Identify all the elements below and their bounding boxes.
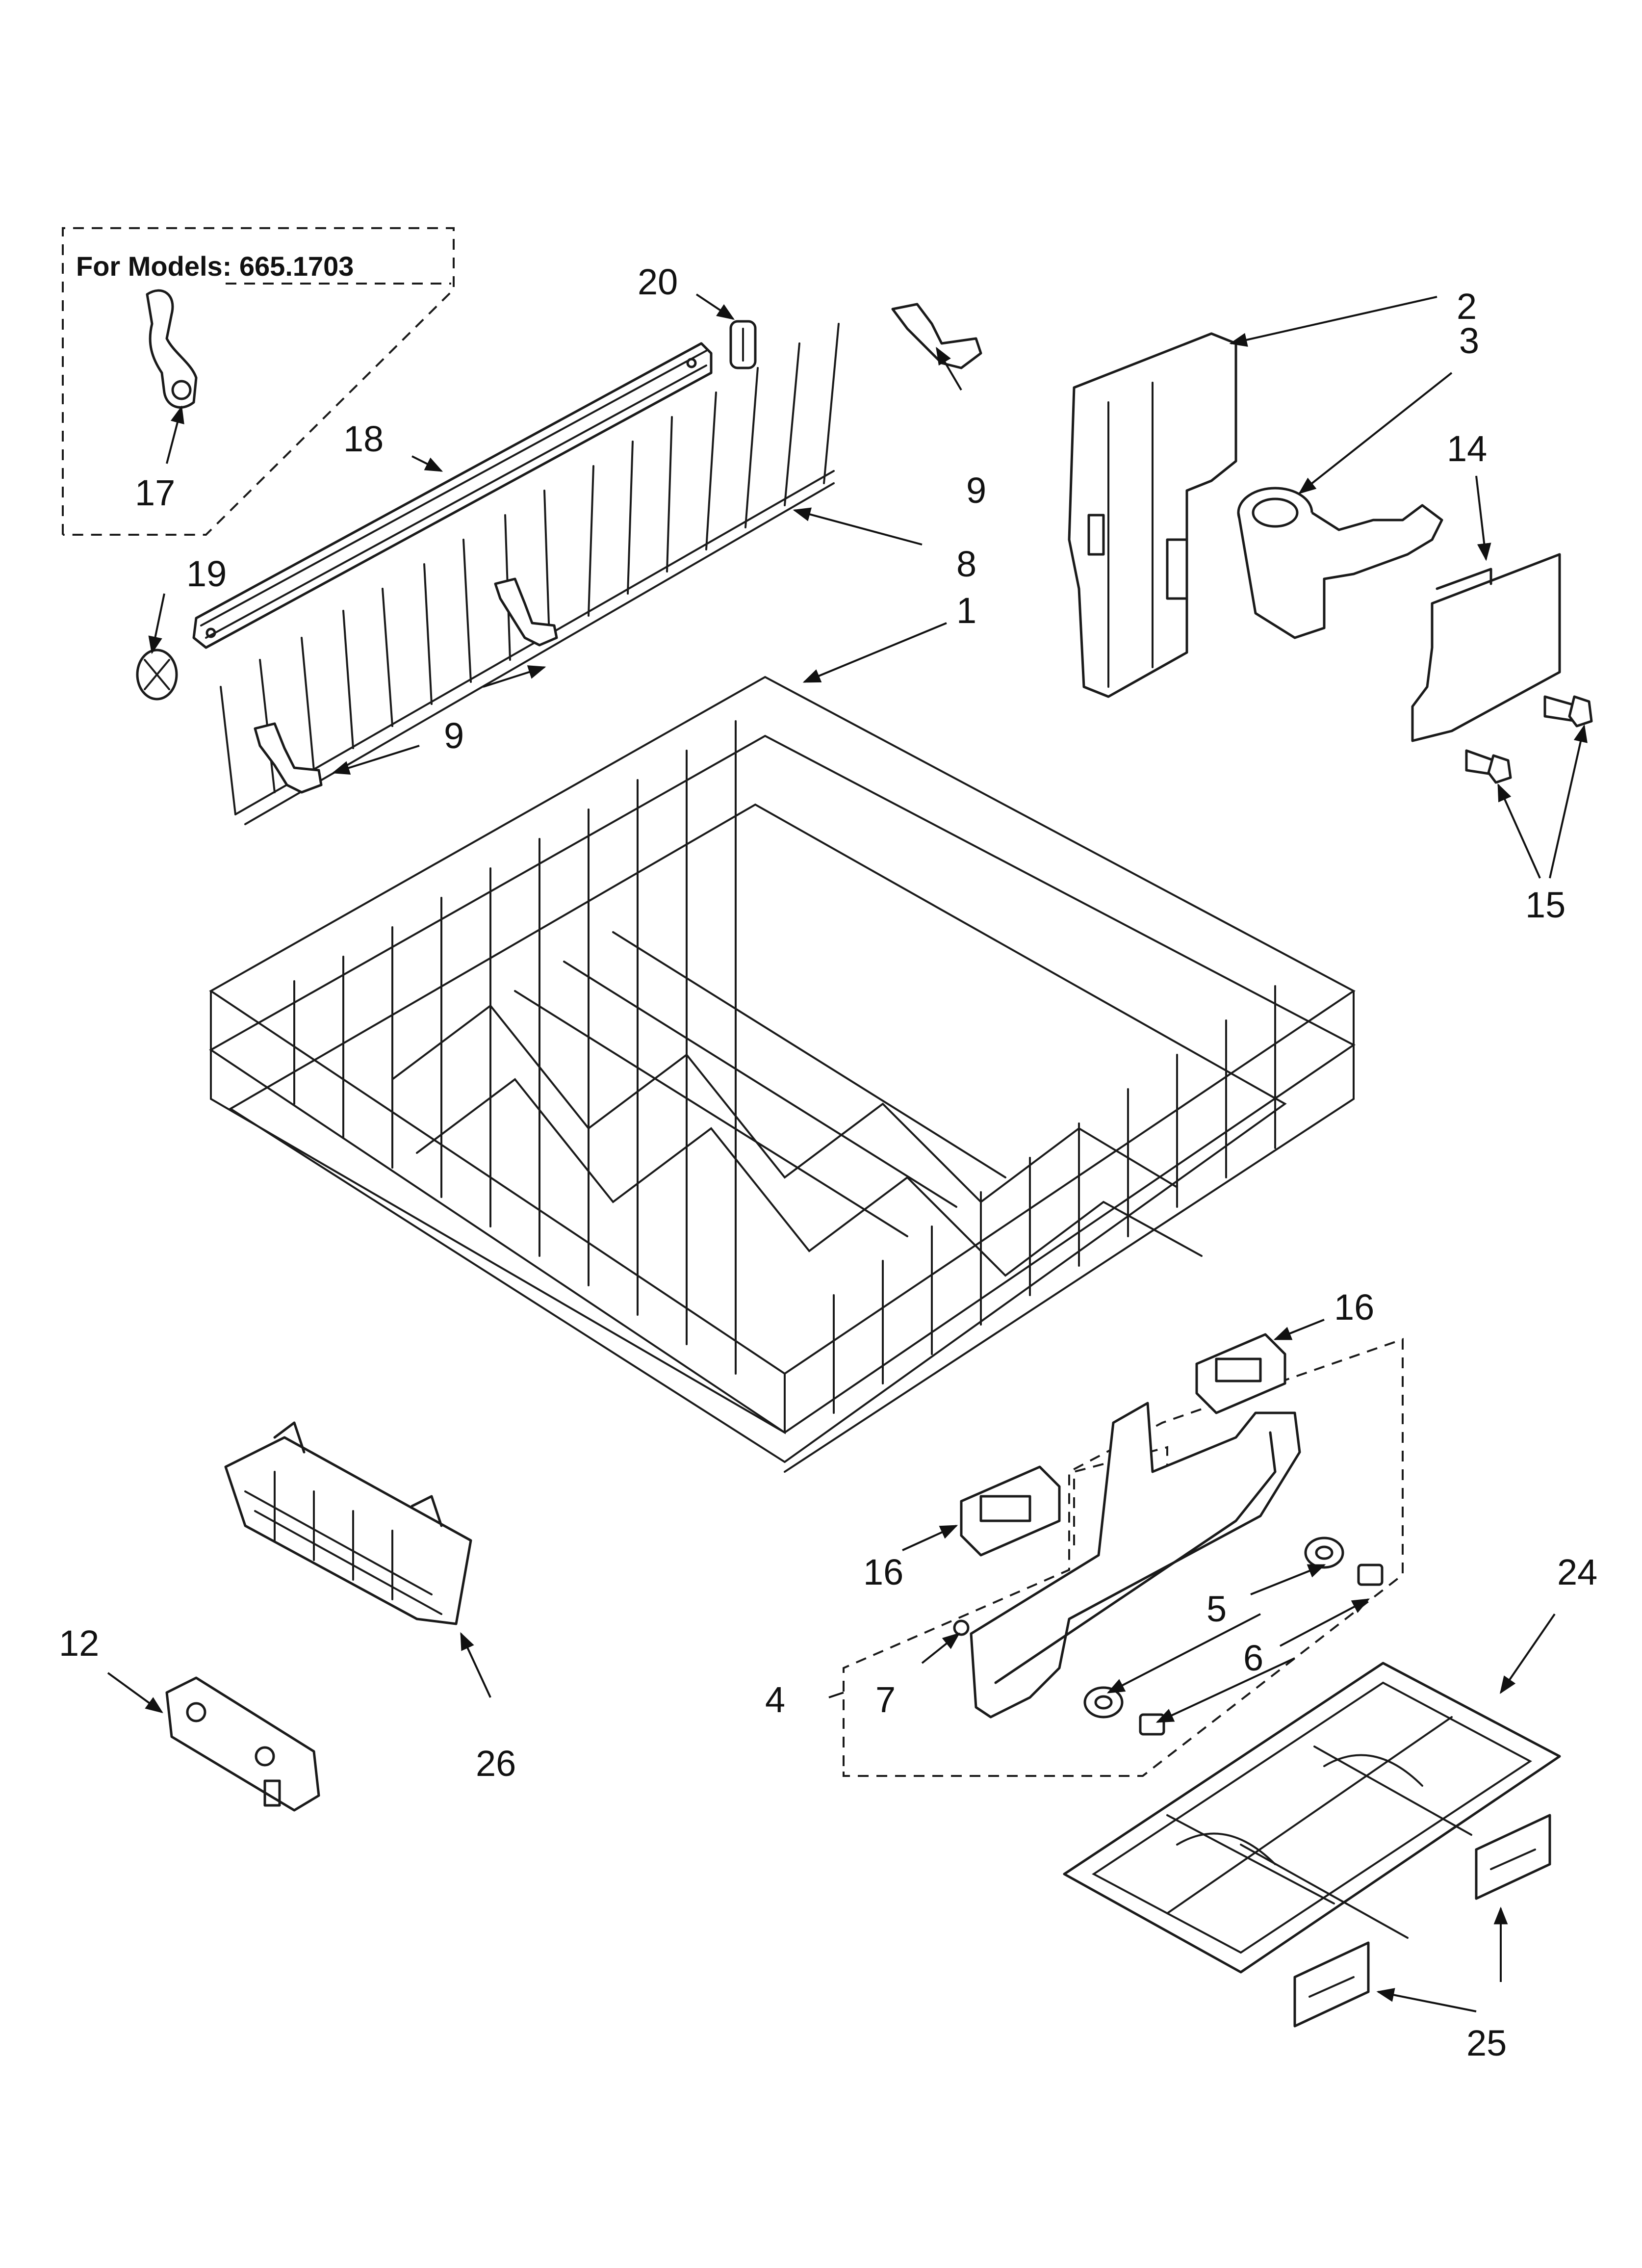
callout-3: 3 (1459, 320, 1479, 361)
part-25-clip-b (1293, 1941, 1370, 2028)
part-4-assembly (843, 1338, 1404, 1777)
callout-1: 1 (956, 590, 976, 631)
callout-2: 2 (1457, 286, 1477, 327)
callout-6: 6 (1243, 1638, 1263, 1678)
callout-12: 12 (59, 1623, 99, 1664)
part-15-screw-b (1465, 749, 1512, 784)
part-24-tray (1063, 1662, 1561, 1974)
part-6-axle-b (1139, 1713, 1165, 1736)
part-16-clip-a (1195, 1333, 1286, 1414)
callout-numbers: 20 18 19 17 9 8 1 9 2 3 14 15 16 16 5 6 … (59, 261, 1597, 2063)
part-2-bracket (1068, 332, 1237, 698)
part-26-basket (224, 1421, 472, 1625)
part-3-nozzle (1237, 487, 1443, 639)
models-label: For Models: 665.1703 (76, 251, 354, 282)
part-5-wheel-a (1304, 1537, 1344, 1569)
part-7-screw (953, 1619, 970, 1636)
part-25-clip-a (1475, 1814, 1551, 1900)
callout-19: 19 (186, 553, 227, 594)
callout-8: 8 (956, 544, 976, 584)
callout-25: 25 (1466, 2023, 1507, 2063)
part-15-screw-a (1543, 695, 1593, 728)
callout-17: 17 (135, 472, 175, 513)
part-16-clip-b (960, 1465, 1061, 1557)
part-6-axle-a (1357, 1564, 1384, 1586)
callout-16-bottom: 16 (863, 1552, 903, 1592)
part-18-rail (192, 342, 713, 649)
callout-16-top: 16 (1334, 1287, 1374, 1328)
leader-lines (107, 293, 1588, 2012)
part-9-clip-c (254, 722, 323, 794)
callout-14: 14 (1447, 428, 1487, 469)
part-9-clip-b (494, 577, 558, 647)
part-20-clip (729, 320, 757, 369)
callout-4: 4 (765, 1679, 785, 1720)
part-1-rack (209, 676, 1356, 1473)
callout-9-top: 9 (966, 470, 986, 511)
callout-15: 15 (1525, 885, 1565, 925)
part-5-wheel-b (1083, 1686, 1124, 1719)
callout-9-bottom: 9 (444, 715, 464, 756)
callout-24: 24 (1557, 1552, 1597, 1592)
callout-7: 7 (875, 1679, 896, 1720)
part-12-bracket (165, 1676, 320, 1812)
callout-5: 5 (1206, 1589, 1227, 1629)
part-17-clip (146, 289, 198, 409)
callout-20: 20 (638, 261, 678, 302)
callout-26: 26 (476, 1743, 516, 1784)
part-14-cover (1411, 553, 1561, 742)
part-19-knob (136, 649, 178, 701)
callout-18: 18 (343, 418, 384, 459)
models-inset: For Models: 665.1703 (62, 227, 455, 536)
part-9-clip-a (891, 303, 982, 369)
